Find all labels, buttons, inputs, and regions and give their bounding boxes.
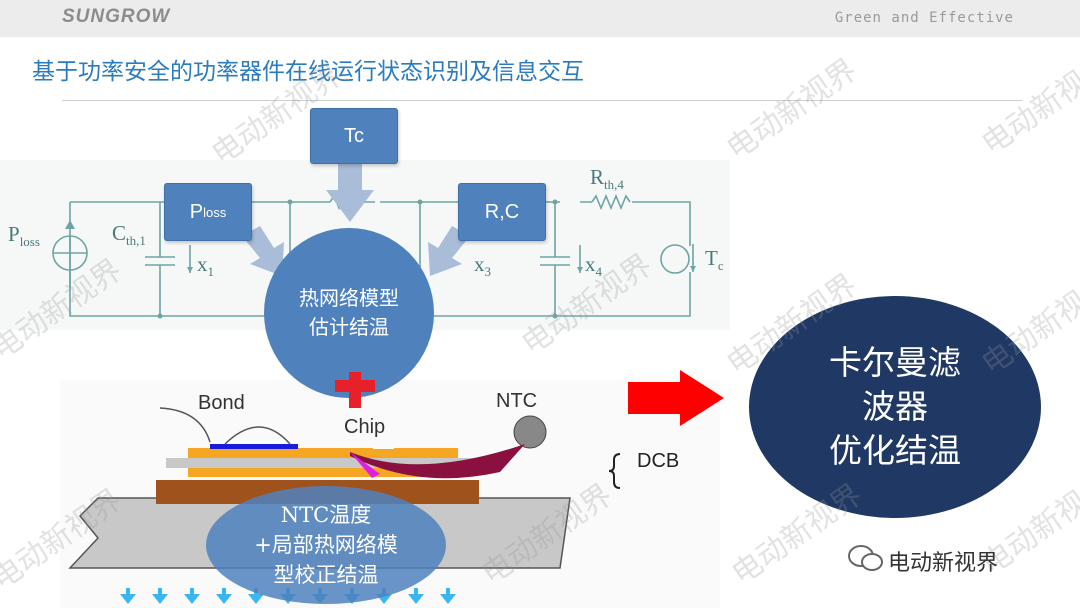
rth4-label: Rth,4 bbox=[590, 165, 624, 193]
thermal-model-circle: 热网络模型 估计结温 bbox=[264, 228, 434, 398]
slide-title: 基于功率安全的功率器件在线运行状态识别及信息交互 bbox=[32, 59, 584, 85]
ploss-arrow-icon bbox=[242, 226, 284, 276]
sungrow-logo: SUNGROW bbox=[62, 6, 171, 27]
rth4-symbol: R bbox=[590, 165, 605, 189]
footer-brand: 电动新视界 bbox=[888, 551, 999, 576]
rth4-subscript: th,4 bbox=[604, 177, 624, 193]
tc-arrow-icon bbox=[326, 160, 374, 222]
x1-label: x1 bbox=[197, 252, 214, 280]
thermal-model-line2: 估计结温 bbox=[309, 315, 389, 339]
ntc-label: NTC bbox=[496, 390, 538, 412]
x1-subscript: 1 bbox=[207, 264, 215, 280]
ploss-box-subscript: loss bbox=[203, 204, 227, 220]
x4-label: x4 bbox=[585, 252, 602, 280]
x4-subscript: 4 bbox=[595, 264, 603, 280]
x1-symbol: x bbox=[197, 252, 208, 276]
ploss-symbol: P bbox=[8, 222, 20, 246]
kalman-line3: 优化结温 bbox=[829, 431, 961, 470]
tagline: Green and Effective bbox=[834, 10, 1014, 26]
rc-box: R,C bbox=[458, 183, 546, 241]
x3-subscript: 3 bbox=[484, 264, 492, 280]
cth1-label: Cth,1 bbox=[112, 221, 146, 249]
bond-label: Bond bbox=[198, 392, 245, 414]
ploss-box-symbol: P bbox=[189, 200, 204, 223]
chip-label: Chip bbox=[344, 416, 386, 438]
ploss-label: Ploss bbox=[8, 222, 40, 250]
x4-symbol: x bbox=[585, 252, 596, 276]
kalman-line1: 卡尔曼滤 bbox=[829, 343, 961, 382]
ploss-subscript: loss bbox=[19, 234, 40, 250]
thermal-model-line1: 热网络模型 bbox=[299, 286, 399, 310]
x3-symbol: x bbox=[474, 252, 485, 276]
ntc-correction-ellipse: NTC温度 +局部热网络模 型校正结温 bbox=[206, 486, 446, 604]
tc-label: Tc bbox=[705, 246, 724, 274]
ntc-ellipse-line2: +局部热网络模 bbox=[254, 533, 398, 557]
tc-subscript: c bbox=[717, 258, 724, 274]
kalman-line2: 波器 bbox=[862, 387, 928, 426]
cth1-symbol: C bbox=[112, 221, 127, 245]
ntc-ellipse-line1: NTC温度 bbox=[280, 503, 372, 527]
slide-header bbox=[0, 0, 1080, 37]
dcb-label: DCB bbox=[637, 450, 680, 472]
right-arrow-icon bbox=[628, 370, 724, 426]
tc-symbol: T bbox=[705, 246, 718, 270]
tc-box: Tc bbox=[310, 108, 398, 164]
ntc-ellipse-line3: 型校正结温 bbox=[273, 563, 379, 587]
cth1-subscript: th,1 bbox=[126, 233, 146, 249]
plus-icon-v bbox=[349, 372, 361, 408]
x3-label: x3 bbox=[474, 252, 491, 280]
title-divider bbox=[62, 100, 1022, 101]
kalman-filter-circle: 卡尔曼滤 波器 优化结温 bbox=[749, 296, 1041, 518]
wechat-icon bbox=[848, 545, 883, 571]
